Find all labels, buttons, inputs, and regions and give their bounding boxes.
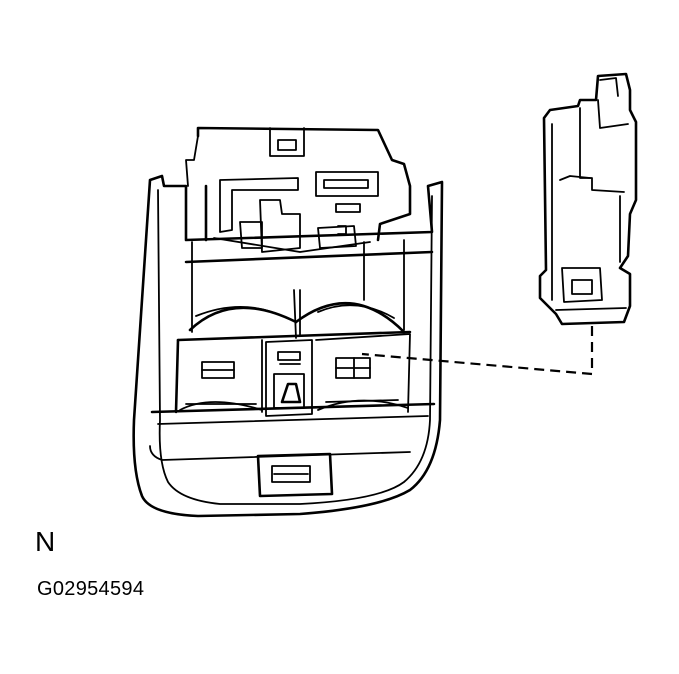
- leader-line: [361, 326, 594, 376]
- switch-housing: [132, 126, 444, 518]
- figure-code: G02954594: [37, 578, 145, 600]
- view-label: N: [35, 526, 56, 557]
- connector-plug: [538, 72, 638, 326]
